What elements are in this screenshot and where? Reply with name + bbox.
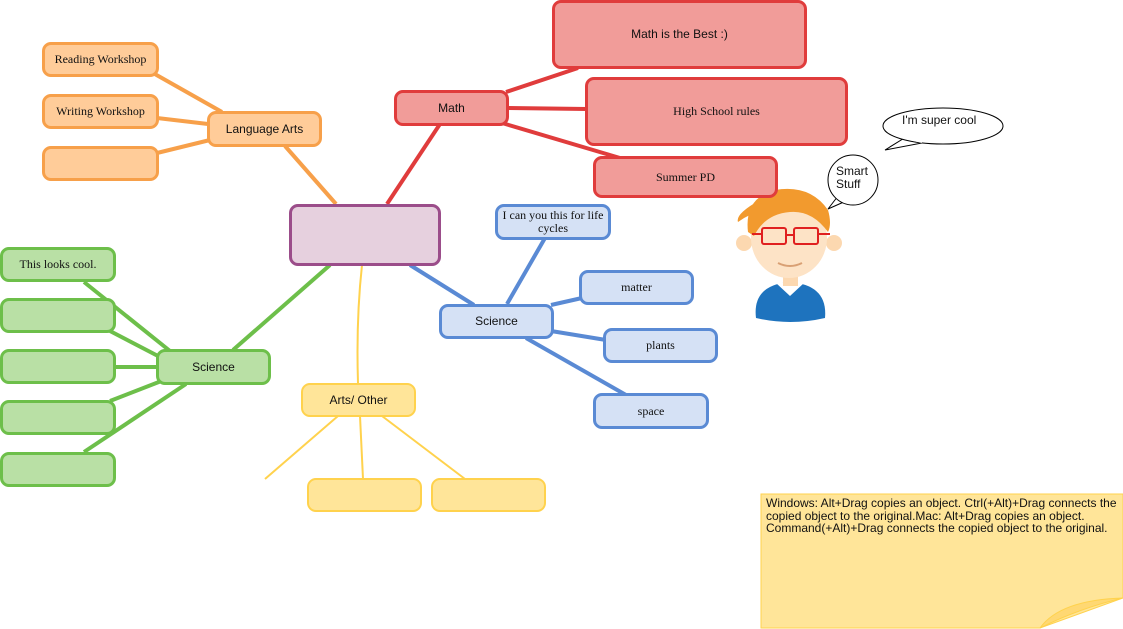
science-right-child-1[interactable]: I can you this for life cycles (495, 204, 611, 240)
connector-la-child-2 (156, 116, 209, 126)
speech-bubble-text: I'm super cool (902, 113, 977, 127)
connector-la-child-3 (156, 138, 211, 155)
speech-bubble (882, 107, 1004, 151)
language-arts-child-1[interactable]: Reading Workshop (42, 42, 159, 77)
connector-central-language-arts (283, 144, 338, 206)
connector-central-science-right (408, 263, 476, 307)
science-left-child-2[interactable] (0, 298, 116, 333)
connector-math-child-3 (501, 121, 621, 160)
connector-central-science-left (231, 263, 332, 352)
science-right-child-3[interactable]: plants (603, 328, 718, 363)
science-left-child-1[interactable]: This looks cool. (0, 247, 116, 282)
math-node[interactable]: Math (394, 90, 509, 126)
arts-other-child-2[interactable] (431, 478, 546, 512)
sticky-note[interactable] (760, 493, 1123, 629)
connector-sl-child-5 (82, 382, 188, 454)
science-left-node[interactable]: Science (156, 349, 271, 385)
connector-sl-child-2 (109, 329, 159, 358)
connector-sr-child-2 (550, 296, 583, 307)
connector-la-child-1 (152, 71, 223, 114)
thought-bubble (827, 154, 879, 210)
science-left-child-3[interactable] (0, 349, 116, 384)
science-left-child-5[interactable] (0, 452, 116, 487)
connector-sl-child-4 (109, 378, 165, 403)
science-right-child-2[interactable]: matter (579, 270, 694, 305)
math-child-1[interactable]: Math is the Best :) (552, 0, 807, 69)
connector-sr-child-3 (550, 329, 607, 342)
language-arts-node[interactable]: Language Arts (207, 111, 322, 147)
arts-other-connectors (264, 264, 466, 480)
connector-ao-child-0 (264, 415, 339, 480)
connector-central-math (385, 122, 442, 206)
boy-avatar (736, 188, 842, 322)
language-arts-child-2[interactable]: Writing Workshop (42, 94, 159, 129)
math-child-2[interactable]: High School rules (585, 77, 848, 146)
central-topic[interactable] (289, 204, 441, 266)
connector-sr-child-1 (505, 237, 547, 305)
math-child-3[interactable]: Summer PD (593, 156, 778, 198)
connector-math-child-2 (507, 106, 588, 111)
thought-bubble-text: Smart Stuff (836, 164, 869, 191)
connector-ao-child-1 (359, 415, 364, 480)
connector-ao-child-2 (381, 415, 466, 480)
arts-other-child-1[interactable] (307, 478, 422, 512)
language-arts-connectors (152, 71, 338, 206)
science-right-node[interactable]: Science (439, 304, 554, 339)
science-left-connectors (82, 263, 332, 454)
math-connectors (385, 66, 621, 206)
connector-sr-child-4 (525, 336, 627, 397)
arts-other-node[interactable]: Arts/ Other (301, 383, 416, 417)
language-arts-child-3[interactable] (42, 146, 159, 181)
science-right-child-4[interactable]: space (593, 393, 709, 429)
connector-sl-child-1 (82, 280, 172, 353)
science-left-child-4[interactable] (0, 400, 116, 435)
connector-central-arts-other (356, 264, 363, 384)
sticky-note-text: Windows: Alt+Drag copies an object. Ctrl… (766, 496, 1117, 536)
science-right-connectors (408, 237, 627, 397)
connector-math-child-1 (505, 66, 579, 94)
